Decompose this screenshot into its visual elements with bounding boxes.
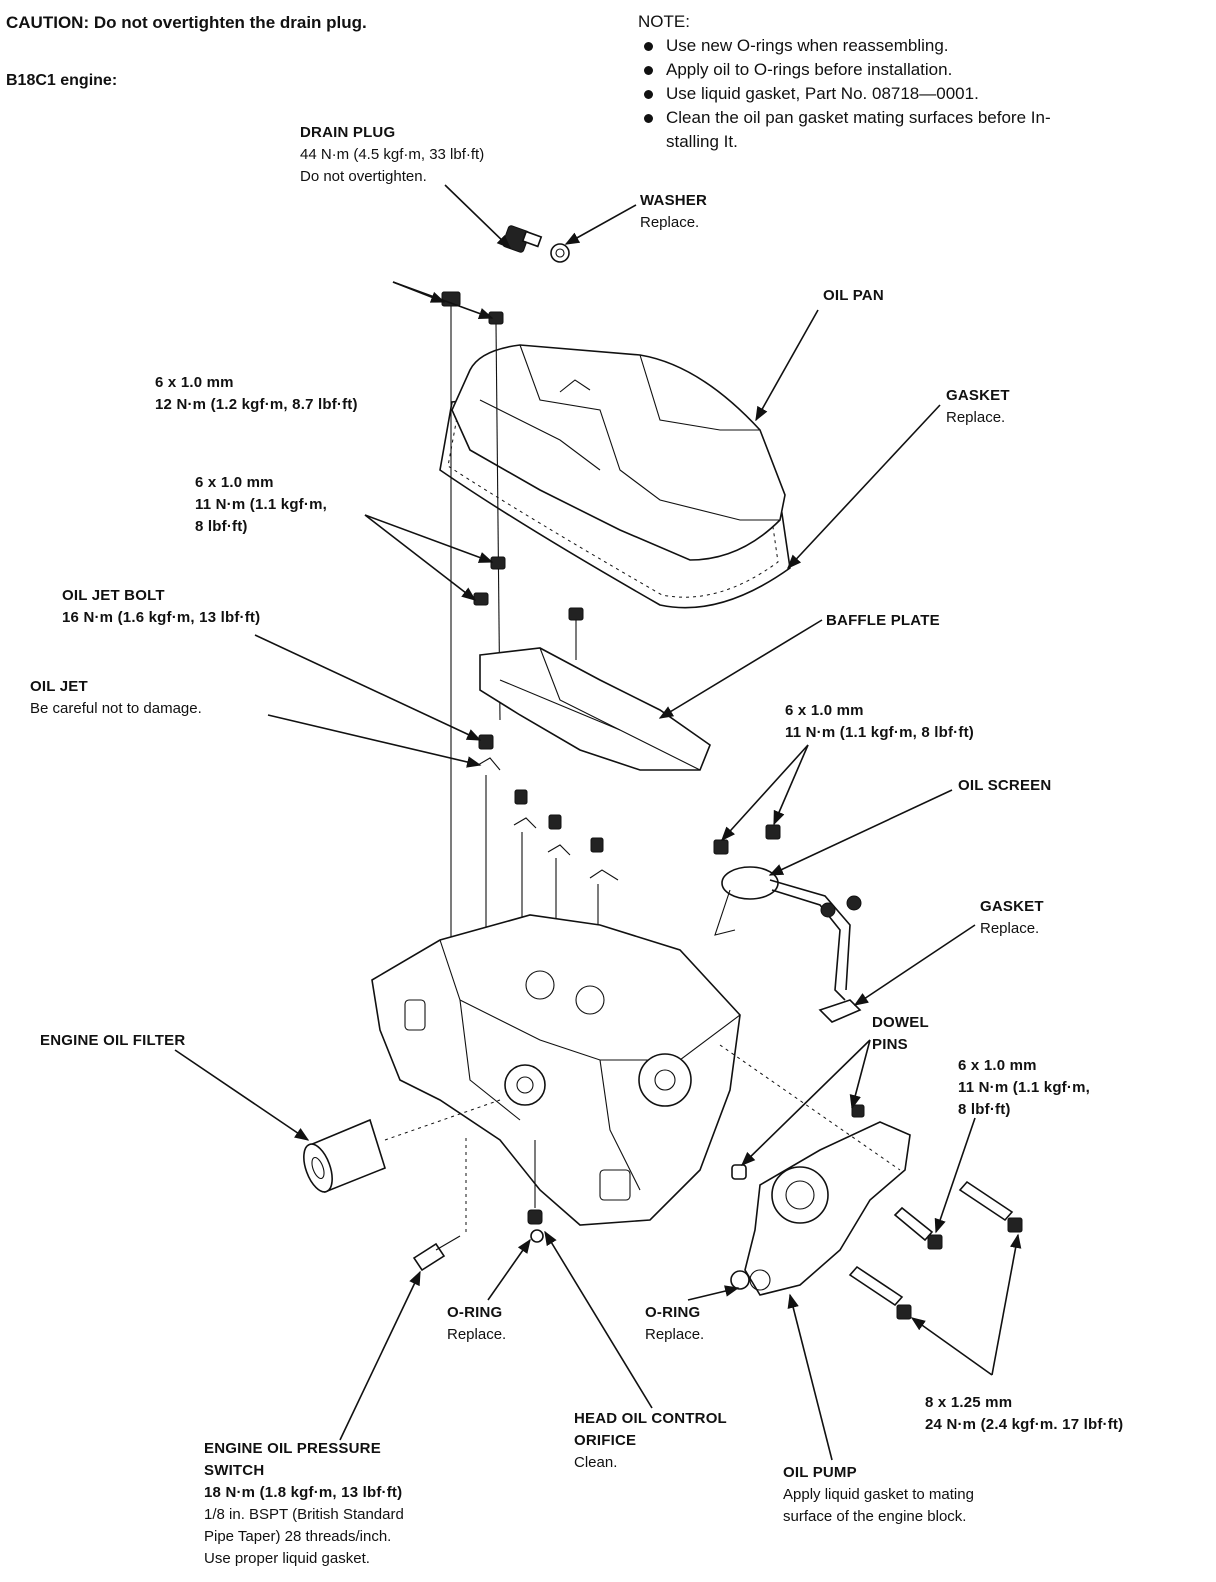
- label-oil-pump: OIL PUMP Apply liquid gasket to mating s…: [783, 1462, 974, 1528]
- label-line: Use proper liquid gasket.: [204, 1550, 370, 1567]
- label-title: WASHER: [640, 192, 708, 209]
- notes-title: NOTE:: [638, 12, 690, 31]
- label-line: 11 N·m (1.1 kgf·m,: [958, 1079, 1090, 1096]
- label-line: Apply liquid gasket to mating: [783, 1486, 974, 1503]
- label-oil-pressure-switch: ENGINE OIL PRESSURE SWITCH 18 N·m (1.8 k…: [204, 1438, 404, 1570]
- label-title: ENGINE OIL PRESSURE: [204, 1440, 381, 1457]
- label-line: 44 N·m (4.5 kgf·m, 33 lbf·ft): [300, 146, 485, 163]
- note-item: Clean the oil pan gasket mating surfaces…: [638, 106, 1051, 130]
- label-title: OIL SCREEN: [958, 777, 1052, 794]
- notes-block: NOTE: Use new O-rings when reassembling.…: [638, 10, 1051, 154]
- label-line: 8 lbf·ft): [195, 518, 248, 535]
- label-title: 6 x 1.0 mm: [785, 702, 864, 719]
- label-title: DRAIN PLUG: [300, 124, 396, 141]
- label-line: 1/8 in. BSPT (British Standard: [204, 1506, 404, 1523]
- label-line: 24 N·m (2.4 kgf·m. 17 lbf·ft): [925, 1416, 1124, 1433]
- engine-model: B18C1 engine:: [6, 72, 118, 89]
- note-item: Use new O-rings when reassembling.: [638, 34, 1051, 58]
- label-title: OIL JET: [30, 678, 88, 695]
- caution-text: CAUTION: Do not overtighten the drain pl…: [6, 13, 367, 32]
- label-bolt-pump-large: 8 x 1.25 mm 24 N·m (2.4 kgf·m. 17 lbf·ft…: [925, 1392, 1123, 1436]
- label-line: ORIFICE: [574, 1432, 637, 1449]
- label-title: O-RING: [645, 1304, 701, 1321]
- label-title: DOWEL: [872, 1014, 929, 1031]
- label-oring-right: O-RING Replace.: [645, 1302, 704, 1346]
- label-line: Pipe Taper) 28 threads/inch.: [204, 1528, 392, 1545]
- label-line: Replace.: [640, 214, 700, 231]
- note-item: Use liquid gasket, Part No. 08718—0001.: [638, 82, 1051, 106]
- label-washer: WASHER Replace.: [640, 190, 707, 234]
- label-line: 12 N·m (1.2 kgf·m, 8.7 lbf·ft): [155, 396, 358, 413]
- oil-pan-shape: [451, 344, 786, 561]
- label-line: 11 N·m (1.1 kgf·m,: [195, 496, 327, 513]
- label-line: SWITCH: [204, 1462, 265, 1479]
- label-line: 16 N·m (1.6 kgf·m, 13 lbf·ft): [62, 609, 261, 626]
- label-line: PINS: [872, 1036, 908, 1053]
- label-oil-jet-bolt: OIL JET BOLT 16 N·m (1.6 kgf·m, 13 lbf·f…: [62, 585, 260, 629]
- label-oil-jet: OIL JET Be careful not to damage.: [30, 676, 202, 720]
- label-line: Replace.: [946, 409, 1006, 426]
- label-bolt-pump: 6 x 1.0 mm 11 N·m (1.1 kgf·m, 8 lbf·ft): [958, 1055, 1090, 1121]
- label-title: HEAD OIL CONTROL: [574, 1410, 727, 1427]
- label-line: Clean.: [574, 1454, 618, 1471]
- label-engine-oil-filter: ENGINE OIL FILTER: [40, 1030, 185, 1052]
- label-bolt-pan: 6 x 1.0 mm 12 N·m (1.2 kgf·m, 8.7 lbf·ft…: [155, 372, 358, 416]
- label-title: 6 x 1.0 mm: [155, 374, 234, 391]
- oil-screen-shape: [713, 824, 862, 1023]
- leader-lines: [174, 184, 1022, 1461]
- note-item: Apply oil to O-rings before installation…: [638, 58, 1051, 82]
- label-title: O-RING: [447, 1304, 503, 1321]
- oil-pump-shape: [719, 1044, 1023, 1320]
- label-title: BAFFLE PLATE: [826, 612, 940, 629]
- label-gasket-pan: GASKET Replace.: [946, 385, 1010, 429]
- label-title: 6 x 1.0 mm: [958, 1057, 1037, 1074]
- label-title: OIL PAN: [823, 287, 884, 304]
- label-line: Replace.: [447, 1326, 507, 1343]
- drain-plug-shape: [502, 225, 570, 263]
- note-item-continuation: stalling It.: [666, 132, 738, 151]
- label-baffle-plate: BAFFLE PLATE: [826, 610, 940, 632]
- label-oil-pan: OIL PAN: [823, 285, 884, 307]
- label-drain-plug: DRAIN PLUG 44 N·m (4.5 kgf·m, 33 lbf·ft)…: [300, 122, 484, 188]
- label-title: ENGINE OIL FILTER: [40, 1032, 186, 1049]
- label-line: surface of the engine block.: [783, 1508, 967, 1525]
- label-bolt-baffle: 6 x 1.0 mm 11 N·m (1.1 kgf·m, 8 lbf·ft): [195, 472, 327, 538]
- oil-pan-gasket-shape: [439, 394, 791, 609]
- label-title: OIL PUMP: [783, 1464, 857, 1481]
- label-line: Replace.: [645, 1326, 705, 1343]
- baffle-plate-shape: [473, 556, 711, 771]
- label-gasket-screen: GASKET Replace.: [980, 896, 1044, 940]
- oil-filter-shape: [303, 1099, 501, 1194]
- label-title: 6 x 1.0 mm: [195, 474, 274, 491]
- label-title: GASKET: [946, 387, 1010, 404]
- label-line: 11 N·m (1.1 kgf·m, 8 lbf·ft): [785, 724, 974, 741]
- label-title: OIL JET BOLT: [62, 587, 165, 604]
- oil-pressure-switch-shape: [412, 1135, 467, 1272]
- engine-block-shape: [371, 914, 741, 1226]
- label-oring-left: O-RING Replace.: [447, 1302, 506, 1346]
- label-title: GASKET: [980, 898, 1044, 915]
- label-line: 18 N·m (1.8 kgf·m, 13 lbf·ft): [204, 1484, 403, 1501]
- label-line: 8 lbf·ft): [958, 1101, 1011, 1118]
- notes-list: Use new O-rings when reassembling. Apply…: [638, 34, 1051, 130]
- label-bolt-screen: 6 x 1.0 mm 11 N·m (1.1 kgf·m, 8 lbf·ft): [785, 700, 974, 744]
- label-line: Replace.: [980, 920, 1040, 937]
- label-line: Be careful not to damage.: [30, 700, 202, 717]
- label-line: Do not overtighten.: [300, 168, 427, 185]
- label-dowel-pins: DOWEL PINS: [872, 1012, 929, 1056]
- label-oil-screen: OIL SCREEN: [958, 775, 1051, 797]
- orings-shape: [527, 1140, 750, 1290]
- label-title: 8 x 1.25 mm: [925, 1394, 1013, 1411]
- label-head-oil-orifice: HEAD OIL CONTROL ORIFICE Clean.: [574, 1408, 727, 1474]
